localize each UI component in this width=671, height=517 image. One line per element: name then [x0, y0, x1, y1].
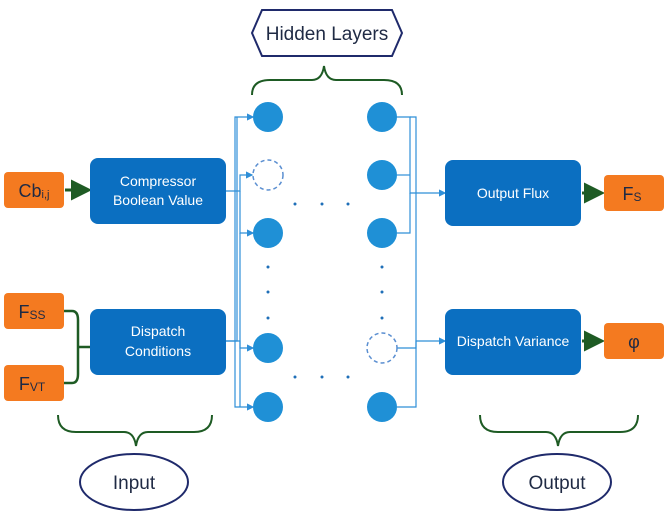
output-fs-sub: S [633, 190, 641, 204]
dispatch-conditions-line1: Dispatch [131, 323, 185, 339]
compressor-line2: Boolean Value [113, 192, 203, 208]
input-fvt-sub: VT [30, 380, 46, 394]
left-connectors [226, 113, 255, 411]
output-flux-box: Output Flux [445, 160, 581, 226]
input-cb-sub: i,j [42, 189, 50, 201]
input-cb-main: Cb [19, 181, 42, 201]
hidden-node [367, 160, 397, 190]
fss-fvt-bracket [64, 309, 80, 385]
output-brace [479, 414, 639, 447]
dispatch-variance-box: Dispatch Variance [445, 309, 581, 375]
compressor-box: Compressor Boolean Value [90, 158, 226, 224]
input-cb-box: Cbi,j [4, 172, 64, 208]
hidden-node [367, 218, 397, 248]
hidden-node [367, 102, 397, 132]
output-phi-main: φ [628, 332, 640, 352]
dispatch-conditions-box: Dispatch Conditions [90, 309, 226, 375]
svg-text:FVT: FVT [19, 374, 46, 394]
input-fvt-box: FVT [4, 365, 64, 401]
hidden-node-dropout [366, 332, 398, 364]
input-oval: Input [79, 453, 189, 511]
output-group-label: Output [528, 473, 586, 494]
svg-text:FS: FS [622, 184, 641, 204]
hidden-node [253, 102, 283, 132]
ellipsis-dots [266, 202, 384, 379]
output-oval: Output [502, 453, 612, 511]
compressor-line1: Compressor [120, 173, 197, 189]
hidden-layers-brace [251, 65, 403, 96]
hidden-node [367, 392, 397, 422]
dispatch-conditions-line2: Conditions [125, 343, 191, 359]
input-group-label: Input [113, 473, 156, 494]
svg-text:Cbi,j: Cbi,j [19, 181, 50, 201]
hidden-node-dropout [252, 159, 284, 191]
hidden-layers-label: Hidden Layers [266, 24, 389, 45]
right-connectors [396, 116, 447, 408]
hidden-layers-label-box: Hidden Layers [250, 9, 404, 57]
input-fss-box: FSS [4, 293, 64, 329]
hidden-node [253, 392, 283, 422]
output-fs-main: F [622, 184, 633, 204]
input-fvt-main: F [19, 374, 30, 394]
hidden-layer-left-column [252, 102, 284, 422]
input-fss-sub: SS [29, 308, 45, 322]
output-phi-box: φ [604, 323, 664, 359]
hidden-node [253, 218, 283, 248]
svg-text:FSS: FSS [18, 302, 45, 322]
input-fss-main: F [18, 302, 29, 322]
hidden-node [253, 333, 283, 363]
output-flux-label: Output Flux [477, 185, 549, 201]
input-brace [57, 414, 213, 447]
output-fs-box: FS [604, 175, 664, 211]
hidden-layer-right-column [366, 102, 398, 422]
dispatch-variance-label: Dispatch Variance [457, 333, 570, 349]
